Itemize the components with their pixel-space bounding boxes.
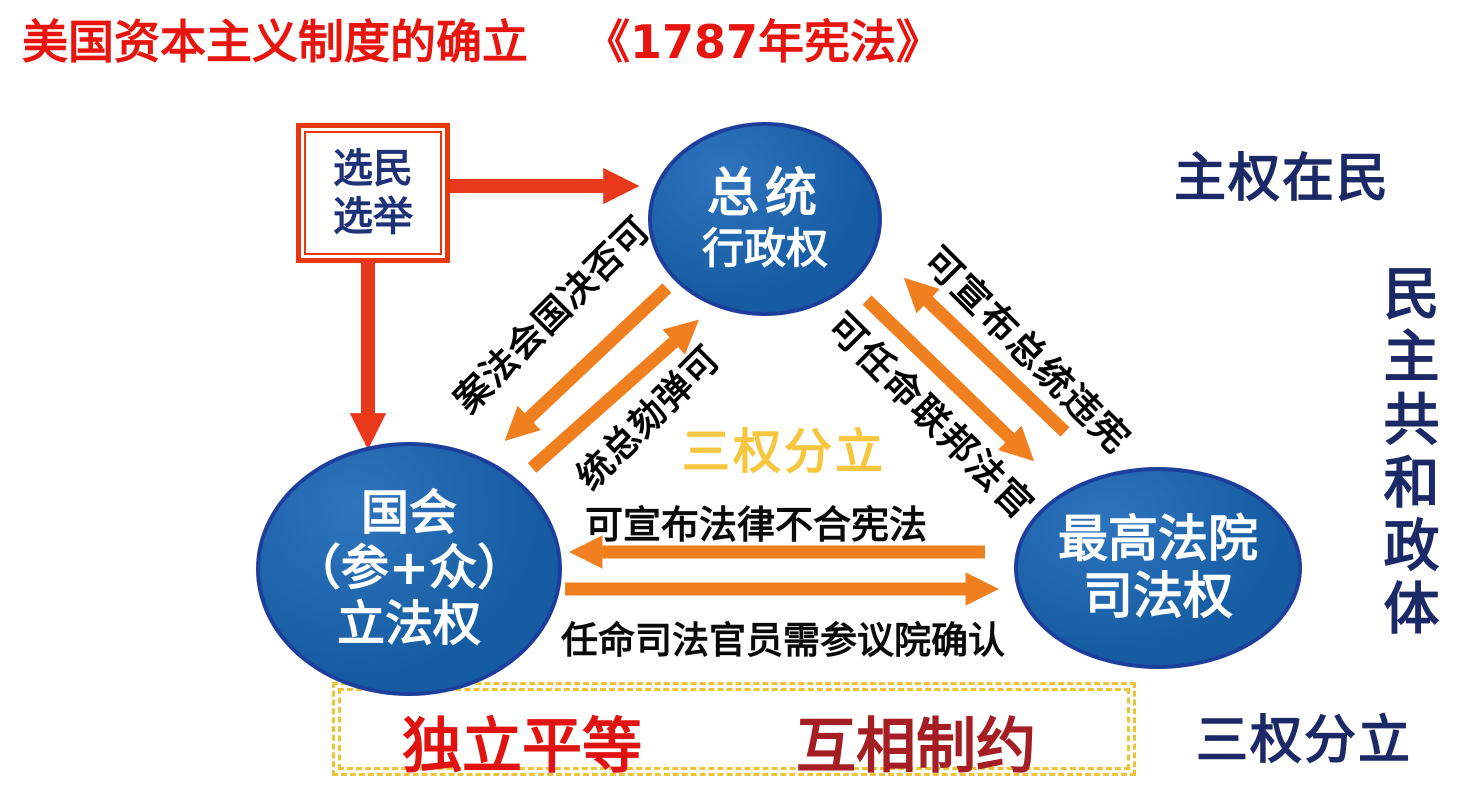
court-title: 最高法院	[1058, 509, 1258, 568]
court-power: 司法权	[1083, 567, 1233, 625]
president-title: 总统	[706, 163, 823, 224]
arrow-congress-to-president	[527, 319, 700, 473]
label-separation-of-powers-bottom: 三权分立	[1196, 711, 1413, 771]
congress-sub: （参+众）	[292, 540, 526, 597]
page-title: 美国资本主义制度的确立 《1787年宪法》	[22, 6, 942, 72]
arrow-president-to-congress	[504, 283, 672, 442]
label-democratic-republic: 民主共和政体	[1374, 264, 1439, 642]
voters-election-text: 选民 选举	[304, 131, 442, 255]
center-separation-of-powers: 三权分立	[682, 424, 887, 480]
node-president: 总统 行政权	[648, 122, 882, 316]
label-independent-equal: 独立平等	[402, 712, 642, 782]
node-supreme-court: 最高法院 司法权	[1014, 467, 1302, 669]
label-declare-laws-unconstitutional: 可宣布法律不合宪法	[584, 503, 927, 547]
label-mutual-checks: 互相制约	[796, 712, 1036, 782]
title-main: 美国资本主义制度的确立	[22, 15, 528, 69]
title-law: 《1787年宪法》	[584, 15, 943, 69]
node-congress: 国会 （参+众） 立法权	[256, 442, 562, 696]
label-senate-confirmation: 任命司法官员需参议院确认	[561, 619, 1005, 662]
label-popular-sovereignty: 主权在民	[1174, 149, 1391, 209]
bottom-dashed-box-inner	[338, 688, 1130, 770]
voters-election-box: 选民 选举	[296, 123, 450, 263]
bottom-dashed-box	[332, 682, 1136, 776]
arrow-court-to-president	[903, 277, 1070, 437]
president-power: 行政权	[701, 223, 828, 273]
voters-line1: 选民	[333, 146, 413, 192]
voters-line2: 选举	[333, 194, 413, 240]
congress-power: 立法权	[336, 595, 481, 652]
arrow-president-to-court	[862, 295, 1035, 462]
congress-title: 国会	[360, 485, 457, 542]
